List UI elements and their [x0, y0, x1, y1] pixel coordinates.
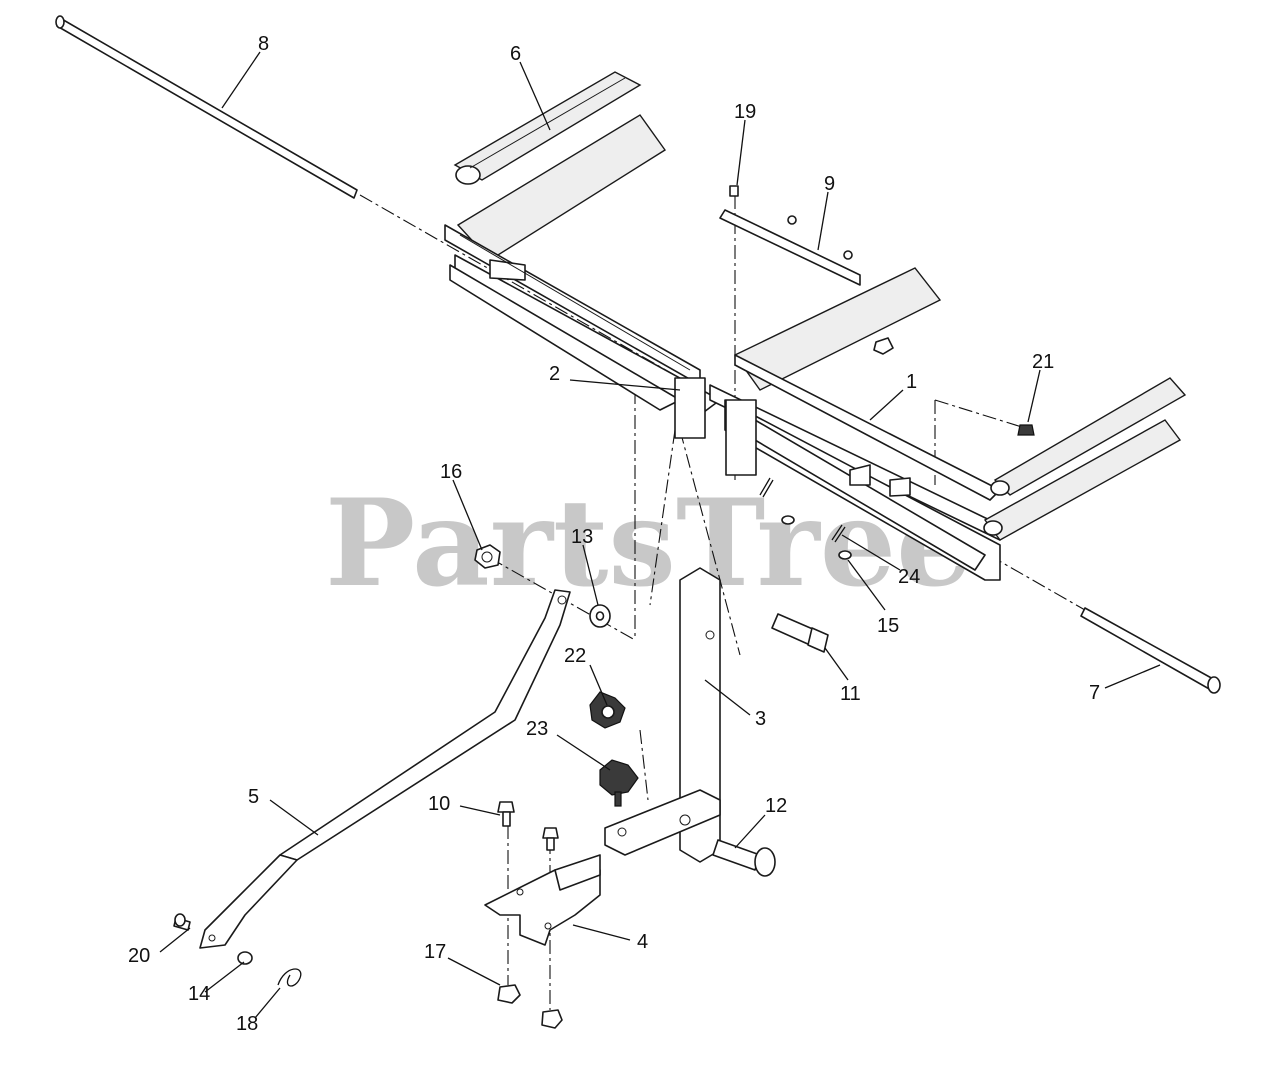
callout-5: 5 [248, 786, 259, 808]
callout-11: 11 [840, 683, 861, 705]
callout-8: 8 [258, 33, 269, 55]
callout-1: 1 [906, 371, 917, 393]
washer-part-14 [237, 951, 253, 965]
hex-bolt [873, 337, 894, 355]
rod-part-7 [1080, 607, 1221, 694]
callout-23: 23 [526, 718, 548, 740]
rod-part-8 [55, 15, 358, 199]
callout-7: 7 [1089, 682, 1100, 704]
callout-9: 9 [824, 173, 835, 195]
hair-clip-part-18 [277, 968, 302, 987]
right-foam-tubes [983, 377, 1187, 541]
pin-bolt-part-11 [771, 613, 829, 653]
plate-part-9 [719, 209, 861, 286]
callout-21: 21 [1032, 351, 1054, 373]
callout-labels: 8 6 19 9 21 1 2 16 13 24 15 11 7 22 3 23… [128, 33, 1100, 1035]
leader-lines [159, 51, 1161, 1019]
knob-part-22 [589, 691, 626, 729]
pin-part-12 [712, 839, 776, 877]
callout-19: 19 [734, 101, 756, 123]
nut-part-17 [497, 984, 563, 1029]
callout-2: 2 [549, 363, 560, 385]
callout-6: 6 [510, 43, 521, 65]
callout-22: 22 [564, 645, 586, 667]
callout-18: 18 [236, 1013, 258, 1035]
callout-4: 4 [637, 931, 648, 953]
bolt-part-21 [1017, 424, 1035, 436]
bolt-part-10 [497, 801, 559, 851]
frame-right-rail-part-1 [709, 267, 1001, 581]
screw-part-19 [729, 185, 739, 197]
callout-17: 17 [424, 941, 446, 963]
handle-part-5 [199, 589, 571, 949]
callout-16: 16 [440, 461, 462, 483]
washer-part-15 [781, 515, 852, 560]
washer-part-13 [589, 604, 611, 628]
callout-13: 13 [571, 526, 593, 548]
frame-left-rail [444, 114, 721, 439]
nut-part-16 [474, 544, 501, 569]
cotter-pin-part-24 [759, 477, 846, 543]
knob-part-23 [599, 759, 639, 807]
callout-15: 15 [877, 615, 899, 637]
callout-10: 10 [428, 793, 450, 815]
mount-bracket-part-4 [484, 854, 601, 946]
clevis-pin-part-20 [173, 913, 191, 931]
foam-tube-part-6 [453, 71, 642, 185]
upright-bracket-part-3 [604, 567, 721, 863]
callout-24: 24 [898, 566, 920, 588]
callout-3: 3 [755, 708, 766, 730]
callout-12: 12 [765, 795, 787, 817]
callout-20: 20 [128, 945, 150, 967]
callout-14: 14 [188, 983, 210, 1005]
